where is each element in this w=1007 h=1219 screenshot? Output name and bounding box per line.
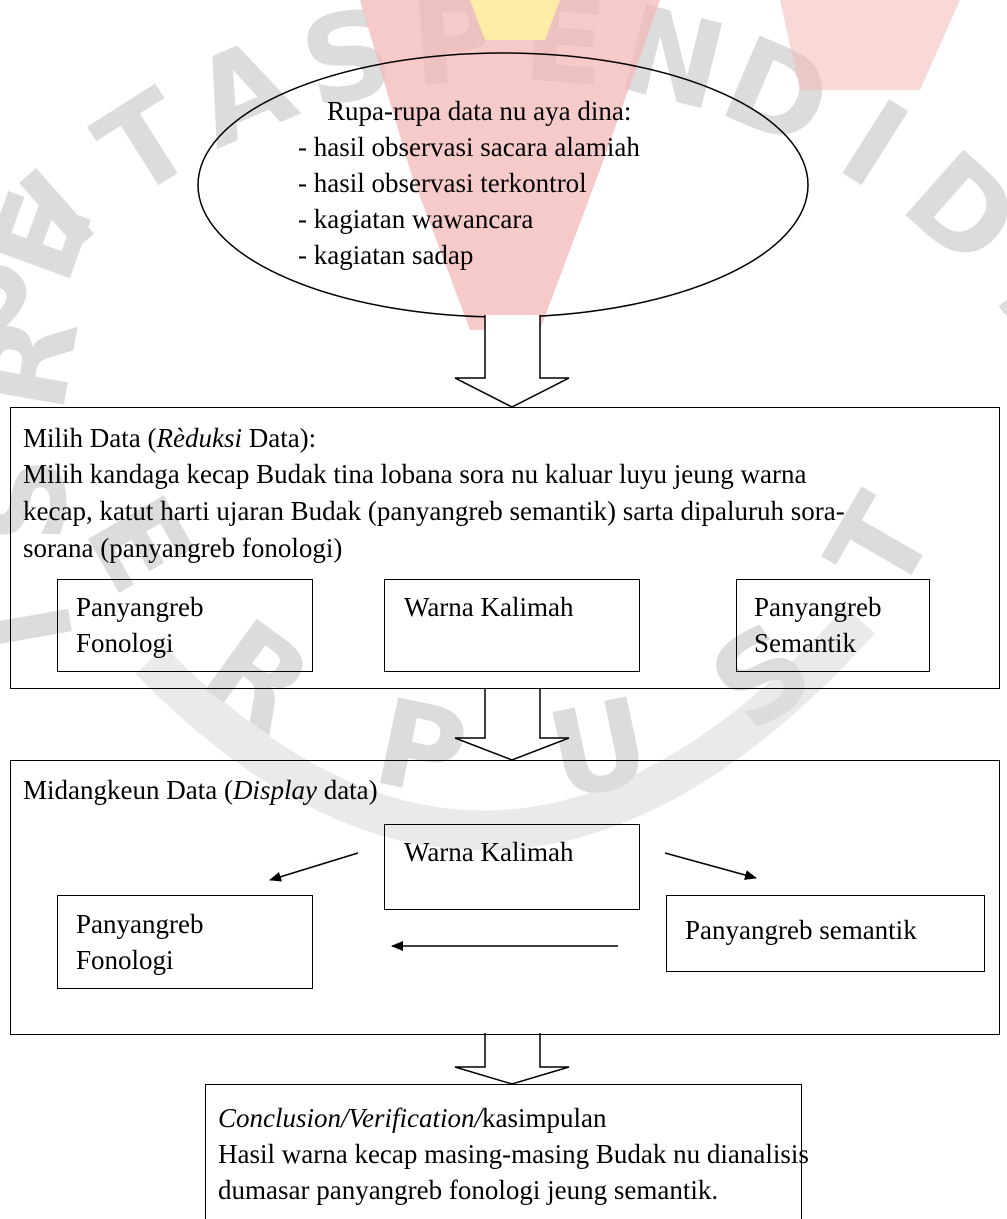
- display-title-italic: Display: [232, 775, 317, 805]
- conclusion-title-end: kasimpulan: [482, 1103, 607, 1133]
- conclusion-title: Conclusion/Verification/kasimpulan: [218, 1101, 606, 1135]
- reduksi-line: Milih kandaga kecap Budak tina lobana so…: [23, 459, 807, 489]
- reduksi-semantik-box: [736, 579, 930, 672]
- display-fonologi-box: [57, 895, 313, 989]
- reduksi-title-italic: Rèduksi: [156, 423, 242, 453]
- display-box: [10, 760, 1000, 1035]
- conclusion-line: Hasil warna kecap masing-masing Budak nu…: [218, 1139, 809, 1169]
- reduksi-semantik-line2: Semantik: [754, 628, 856, 658]
- ellipse-heading: Rupa-rupa data nu aya dina:: [327, 96, 632, 126]
- conclusion-line: dumasar panyangreb fonologi jeung semant…: [218, 1175, 719, 1205]
- watermark-letter: S: [0, 457, 94, 543]
- reduksi-box: [10, 407, 1000, 689]
- ellipse-item: - hasil observasi terkontrol: [298, 168, 587, 198]
- display-title: Midangkeun Data (Display data): [23, 773, 378, 807]
- display-semantik-box: [666, 895, 985, 972]
- watermark-red-shape: [360, 0, 660, 330]
- reduksi-title: Milih Data (Rèduksi Data):: [23, 421, 316, 455]
- watermark-gray-arc: [135, 606, 875, 851]
- display-warna-box: [384, 824, 640, 910]
- conclusion-title-italic: Conclusion/Verification/: [218, 1103, 482, 1133]
- reduksi-title-end: Data):: [241, 423, 317, 453]
- ellipse-item: - kagiatan sadap: [298, 240, 474, 270]
- reduksi-fonologi-line1: Panyangreb: [76, 592, 204, 622]
- display-title-end: data): [316, 775, 378, 805]
- display-fonologi-line1: Panyangreb: [76, 909, 204, 939]
- display-fonologi-line2: Fonologi: [76, 945, 174, 975]
- reduksi-line: kecap, katut harti ujaran Budak (panyang…: [23, 496, 845, 526]
- reduksi-title-start: Milih Data (: [23, 423, 157, 453]
- display-warna-label: Warna Kalimah: [404, 837, 574, 867]
- ellipse-item: - hasil observasi sacara alamiah: [298, 132, 640, 162]
- block-arrow-2: [454, 688, 570, 761]
- reduksi-fonologi-box: [57, 579, 313, 672]
- display-semantik-label: Panyangreb semantik: [685, 915, 917, 945]
- reduksi-warna-label: Warna Kalimah: [404, 592, 574, 622]
- watermark-red-shape-right: [780, 0, 960, 90]
- display-title-start: Midangkeun Data (: [23, 775, 233, 805]
- reduksi-warna-box: [384, 579, 640, 672]
- reduksi-line: sorana (panyangreb fonologi): [23, 533, 343, 563]
- reduksi-fonologi-line2: Fonologi: [76, 628, 174, 658]
- reduksi-semantik-line1: Panyangreb: [754, 592, 882, 622]
- arrow-to-semantik: [664, 852, 757, 880]
- block-arrow-1: [454, 315, 570, 408]
- watermark-yellow-shape: [470, 0, 560, 40]
- block-arrow-3: [454, 1033, 570, 1085]
- arrow-to-fonologi: [269, 852, 359, 882]
- ellipse-item: - kagiatan wawancara: [298, 204, 534, 234]
- conclusion-box: [205, 1084, 802, 1219]
